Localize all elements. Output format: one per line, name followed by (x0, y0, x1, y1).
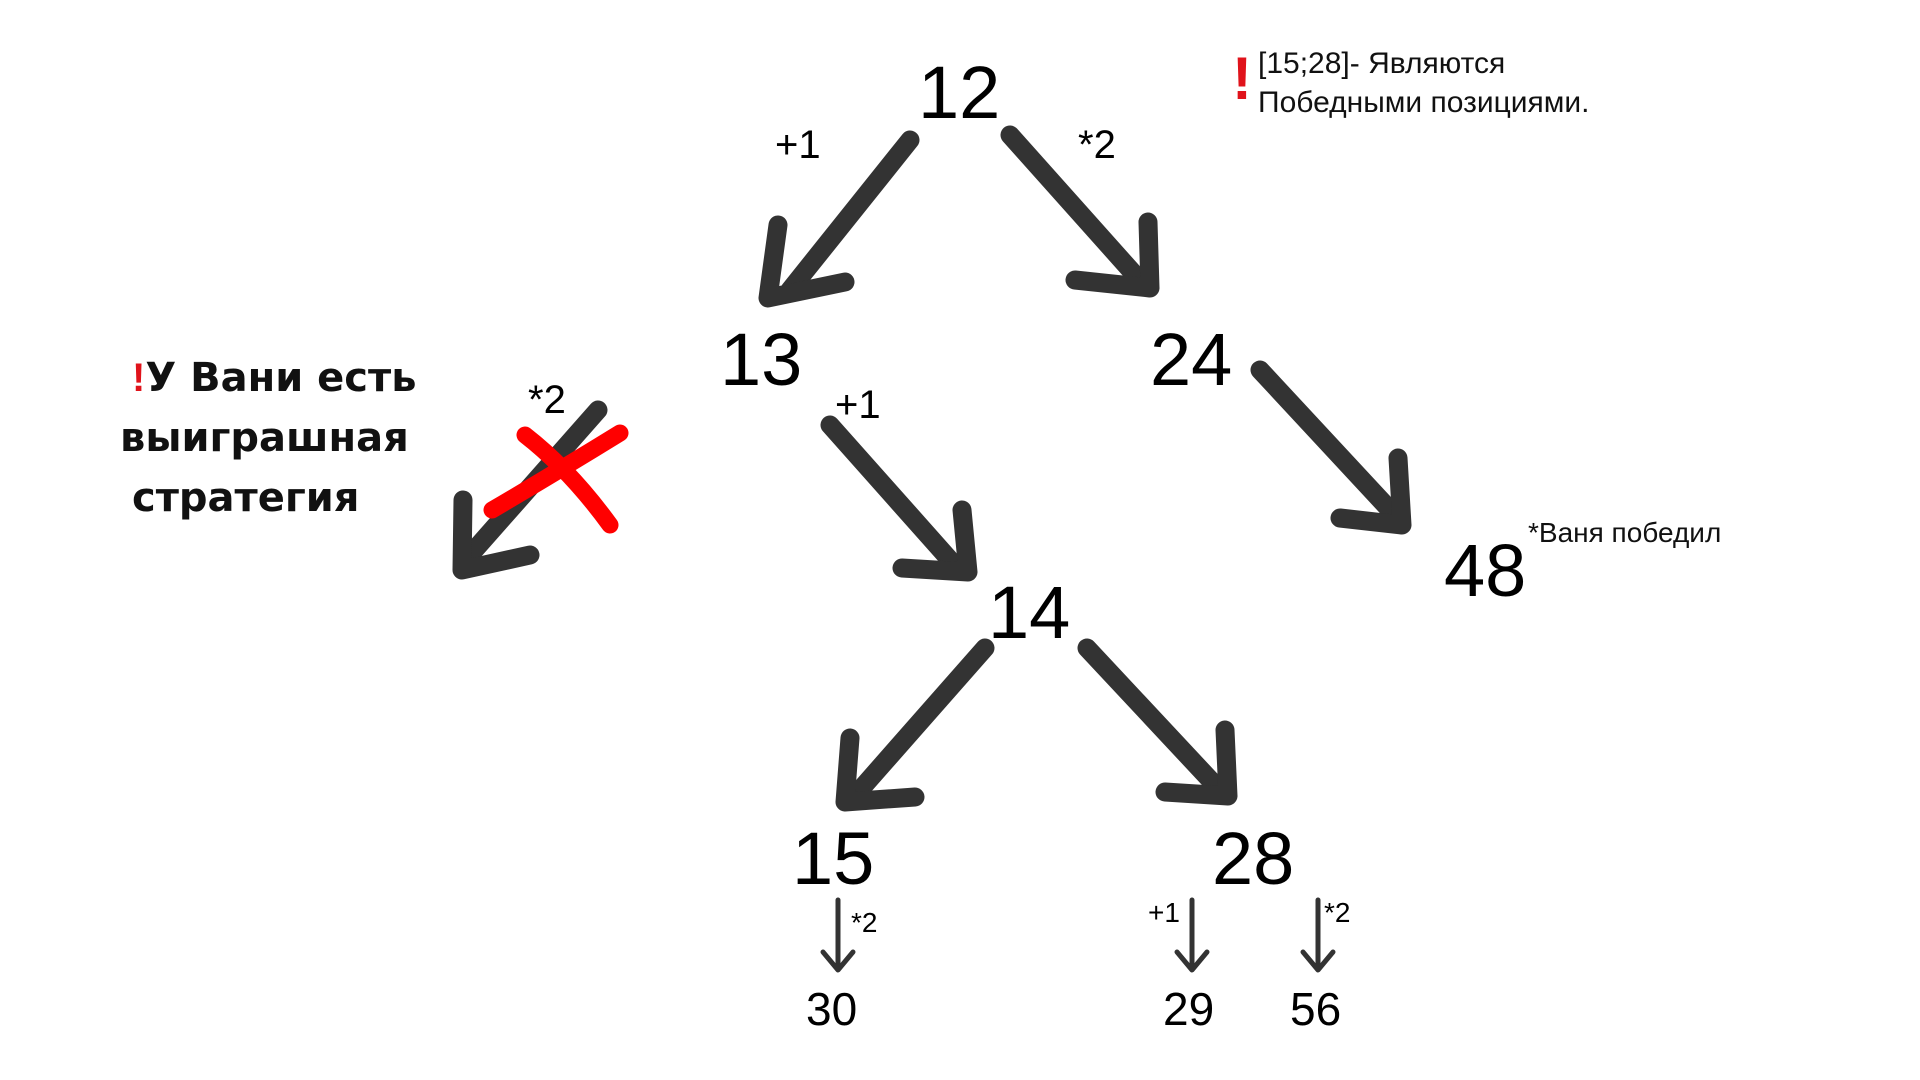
arrow-12-to-13 (758, 130, 920, 308)
edge-label-28-29: +1 (1148, 897, 1180, 928)
arrow-12-to-24 (1000, 125, 1160, 298)
node-28: 28 (1212, 817, 1294, 900)
arrow-28-to-56 (1300, 897, 1336, 973)
edge-label-15-30: *2 (851, 907, 877, 938)
strategy-line-1-text: У Вани есть (145, 355, 416, 401)
arrow-14-to-15 (835, 638, 995, 812)
node-24: 24 (1150, 318, 1232, 401)
node-14: 14 (988, 571, 1070, 654)
node-30: 30 (806, 983, 857, 1035)
node-29: 29 (1163, 983, 1214, 1035)
node-12: 12 (918, 51, 1000, 134)
node-15: 15 (792, 817, 874, 900)
strategy-line-2: выиграшная (120, 415, 409, 461)
strategy-line-1: !У Вани есть (132, 355, 416, 401)
node-56: 56 (1290, 983, 1341, 1035)
winning-positions-line-2: Победными позициями. (1258, 86, 1589, 119)
winning-positions-line-1: [15;28]- Являются (1258, 47, 1505, 80)
edge-label-13-crossed: *2 (528, 378, 566, 422)
edge-label-28-56: *2 (1324, 897, 1350, 928)
exclamation-icon: ! (1232, 45, 1252, 112)
edge-label-13-14: +1 (835, 383, 881, 427)
exclamation-icon: ! (132, 356, 145, 400)
node-13: 13 (720, 318, 802, 401)
node-48: 48 (1444, 529, 1526, 612)
edge-label-12-24: *2 (1078, 123, 1116, 167)
arrow-15-to-30 (820, 897, 856, 973)
arrow-14-to-28 (1077, 638, 1238, 806)
arrow-28-to-29 (1174, 897, 1210, 973)
winning-strategy-note: !У Вани есть выиграшная стратегия (120, 355, 416, 521)
edge-label-12-13: +1 (775, 123, 821, 167)
red-cross-icon (483, 424, 629, 534)
win-note-48: *Ваня победил (1528, 517, 1721, 548)
strategy-line-3: стратегия (132, 475, 359, 521)
arrow-24-to-48 (1250, 360, 1412, 535)
winning-positions-note: ! [15;28]- Являются Победными позициями. (1232, 45, 1589, 119)
arrow-13-to-14 (820, 415, 978, 582)
